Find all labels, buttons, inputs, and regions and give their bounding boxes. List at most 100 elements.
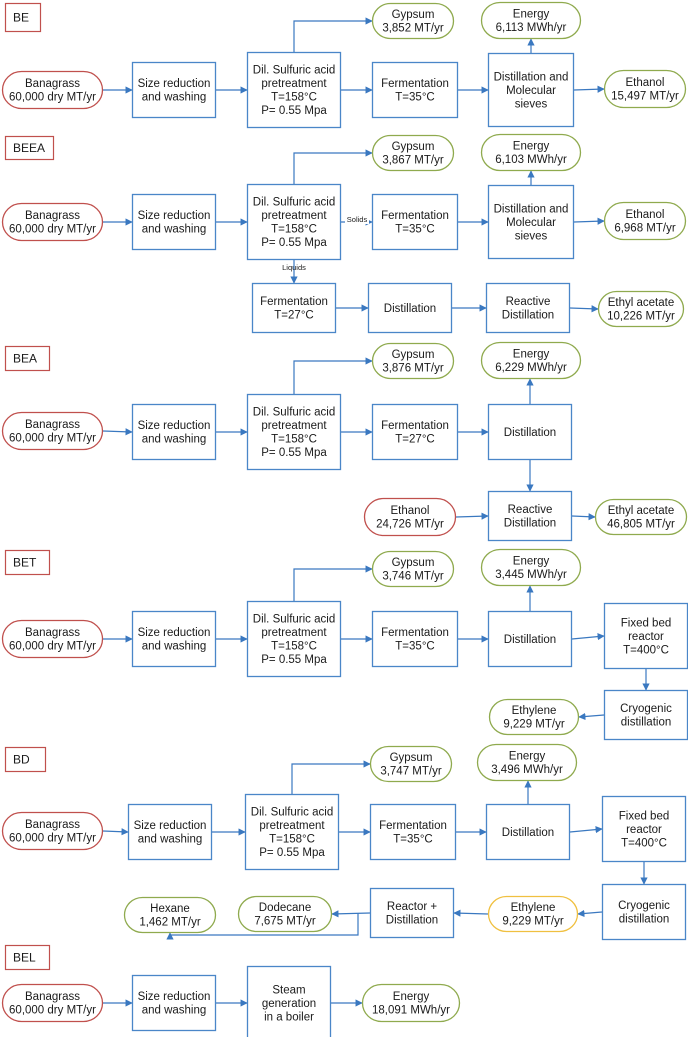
bea-size-text-0: Size reduction <box>138 420 211 432</box>
beea-energy-text-1: 6,103 MWh/yr <box>495 154 567 166</box>
beea-size-text-0: Size reduction <box>138 210 211 222</box>
beea-rdist-text-0: Reactive <box>506 296 551 308</box>
beea-rdist-text-1: Distillation <box>502 310 554 322</box>
bd-feed-box <box>1 811 104 851</box>
bel-energy-box <box>361 983 461 1023</box>
be-pre-text-1: pretreatment <box>261 78 327 90</box>
bet-ferm-text-0: Fermentation <box>381 627 449 639</box>
bea-ea-text-0: Ethyl acetate <box>608 505 674 517</box>
bd-ethylene-box <box>487 895 579 933</box>
bel-steam-text-0: Steam <box>272 984 305 996</box>
be-eth-text-1: 15,497 MT/yr <box>611 91 679 103</box>
be-dist-text-0: Distillation and <box>494 71 569 83</box>
bd-ferm-text-1: T=35°C <box>393 834 432 846</box>
bel-size-text-1: and washing <box>142 1005 207 1017</box>
bd-rxd-text-1: Distillation <box>386 915 438 927</box>
bea-pre-text-2: T=158°C <box>271 434 317 446</box>
section-label-text: BET <box>13 556 37 570</box>
bea-ferm-text-0: Fermentation <box>381 420 449 432</box>
beea-eth-box <box>603 201 687 241</box>
section-label-text: BEA <box>13 352 37 366</box>
bd-pre-node: Dil. Sulfuric acidpretreatmentT=158°CP= … <box>244 793 340 871</box>
beea-pre-text-2: T=158°C <box>271 224 317 236</box>
bel-energy-text-1: 18,091 MWh/yr <box>372 1005 450 1017</box>
bet-gyp-box <box>371 550 455 588</box>
bet-dist-node: Distillation <box>487 610 573 668</box>
bd-dist-text-0: Distillation <box>502 827 554 839</box>
beea-feed-box <box>1 202 104 242</box>
bd-fbr-text-0: Fixed bed <box>619 810 670 822</box>
bet-energy-text-0: Energy <box>513 556 550 568</box>
bea-pre-text-0: Dil. Sulfuric acid <box>253 407 335 419</box>
bea-pre-text-3: P= 0.55 Mpa <box>261 447 327 459</box>
bea-energy-text-0: Energy <box>513 349 550 361</box>
bea-dist-node: Distillation <box>487 403 573 461</box>
bd-feed-text-1: 60,000 dry MT/yr <box>9 833 96 845</box>
bet-fbr-text-0: Fixed bed <box>621 617 672 629</box>
bea-ferm-box <box>371 403 459 461</box>
bd-cryo-box <box>601 883 687 941</box>
bd-dist-box <box>485 803 571 861</box>
bd-gyp-text-0: Gypsum <box>390 752 433 764</box>
bet-fbr-text-2: T=400°C <box>623 644 669 656</box>
bd-dodec-box <box>237 895 333 933</box>
be-gyp-text-0: Gypsum <box>392 9 435 21</box>
be-pre-text-3: P= 0.55 Mpa <box>261 105 327 117</box>
bet-gyp-text-0: Gypsum <box>392 557 435 569</box>
bet-dist-box <box>487 610 573 668</box>
be-energy-text-1: 6,113 MWh/yr <box>496 22 567 34</box>
section-label-beea: BEEA <box>4 135 55 161</box>
bea-energy-box <box>480 341 582 380</box>
bea-size-text-1: and washing <box>142 434 207 446</box>
bet-pre-text-2: T=158°C <box>271 641 317 653</box>
bet-cryo-text-1: distillation <box>621 717 672 729</box>
bel-feed-text-0: Banagrass <box>25 991 80 1003</box>
bea-ethin-text-1: 24,726 MT/yr <box>376 519 444 531</box>
bd-fbr-text-1: reactor <box>626 824 662 836</box>
section-label-box <box>4 345 51 372</box>
bd-cryo-text-1: distillation <box>619 914 670 926</box>
section-label-text: BD <box>13 753 30 767</box>
bea-energy-text-1: 6,229 MWh/yr <box>495 362 567 374</box>
be-pre-text-2: T=158°C <box>271 92 317 104</box>
flow-arrow-45 <box>453 909 489 917</box>
bea-dist-text-0: Distillation <box>504 427 556 439</box>
bet-cryo-text-0: Cryogenic <box>620 703 672 715</box>
bd-energy-box <box>476 743 578 782</box>
bet-pre-text-3: P= 0.55 Mpa <box>261 654 327 666</box>
bd-gyp-text-1: 3,747 MT/yr <box>380 766 442 778</box>
section-label-text: BE <box>13 11 29 25</box>
beea-ea-box <box>597 290 685 328</box>
bea-ethin-box <box>363 497 457 537</box>
flow-arrow-22 <box>293 357 373 394</box>
bea-rdist-text-0: Reactive <box>508 504 553 516</box>
flow-label-bg <box>345 215 369 224</box>
bel-energy-text-0: Energy <box>393 991 430 1003</box>
section-label-be: BE <box>4 2 42 33</box>
beea-feed-text-0: Banagrass <box>25 210 80 222</box>
bet-ferm-text-1: T=35°C <box>395 641 434 653</box>
bea-ea-text-1: 46,805 MT/yr <box>607 519 675 531</box>
be-ferm-box <box>371 61 459 119</box>
bel-size-node: Size reduction and washing <box>131 974 217 1032</box>
be-pre-box <box>246 51 342 129</box>
beea-dist-box <box>487 184 575 260</box>
be-ferm-text-0: Fermentation <box>381 78 449 90</box>
bel-size-text-0: Size reduction <box>138 991 211 1003</box>
bd-feed-text-0: Banagrass <box>25 819 80 831</box>
be-gyp-box <box>371 2 455 40</box>
flow-arrow-25 <box>455 512 489 520</box>
